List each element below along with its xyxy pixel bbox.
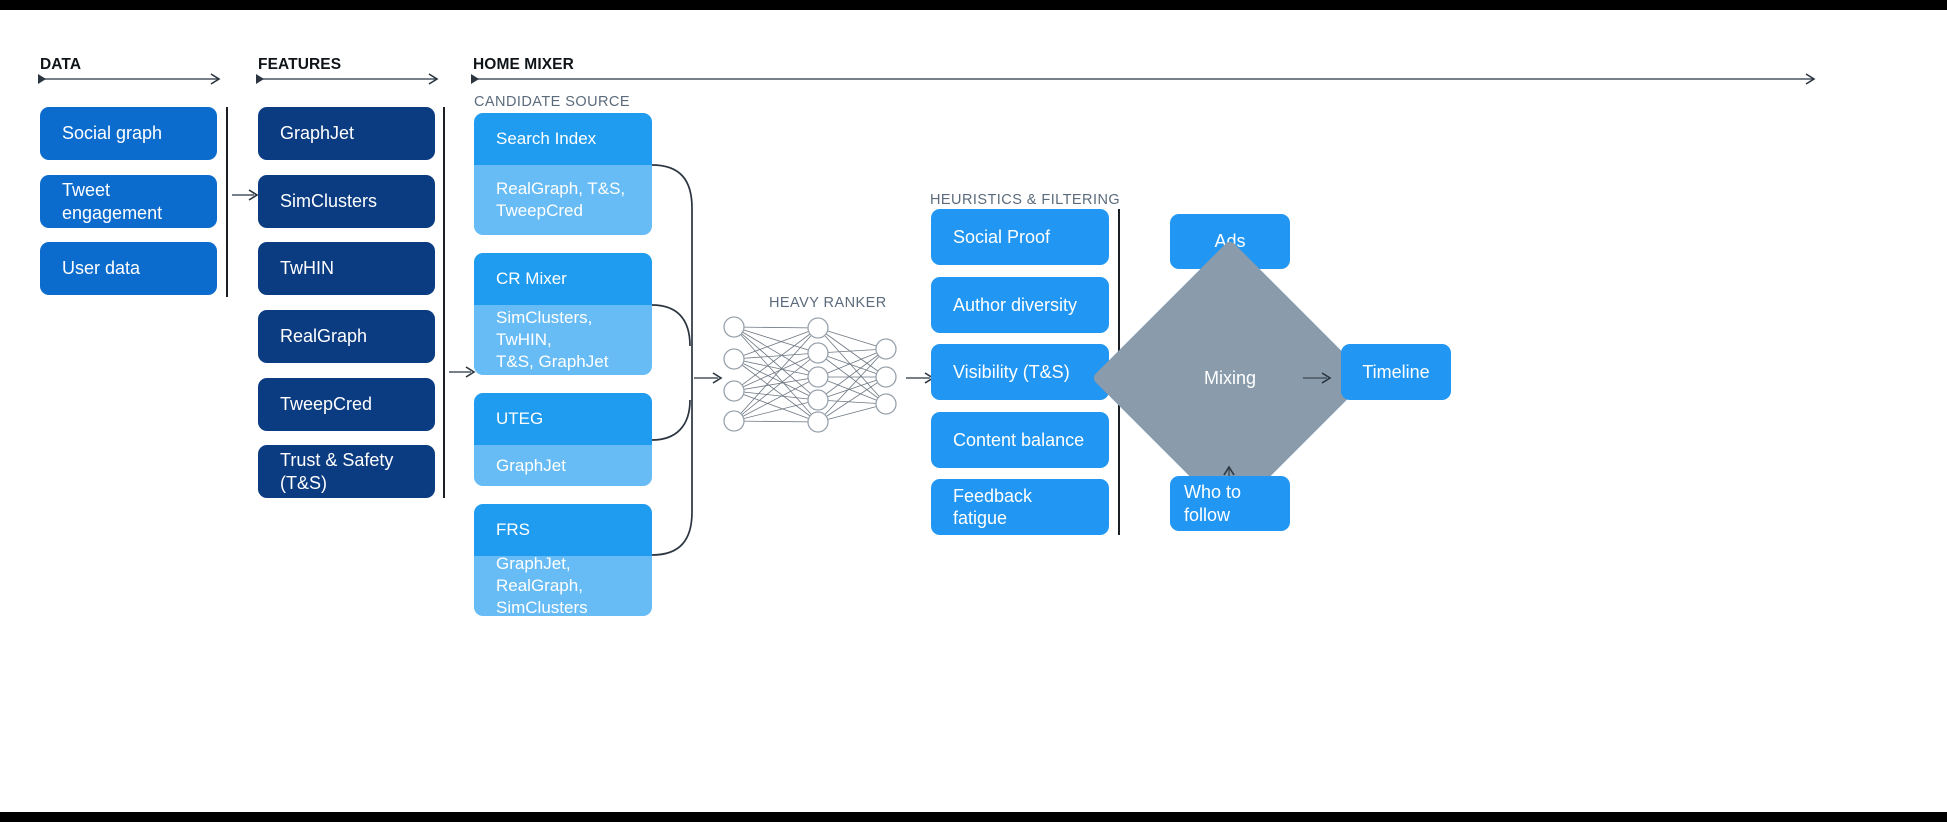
features-axis-arrow (256, 73, 439, 85)
home-mixer-axis-arrow (471, 73, 1816, 85)
divider-features-home-mixer (443, 107, 445, 498)
data-box-label: User data (62, 258, 141, 279)
diagram-canvas: DATA FEATURES HOME MIXER CANDIDATE SOURC… (0, 10, 1947, 812)
mixing-label: Mixing (1203, 367, 1256, 388)
heuristic-box-author-diversity[interactable]: Author diversity (931, 277, 1109, 333)
candidate-source-features: SimClusters, TwHIN, T&S, GraphJet (474, 305, 652, 375)
output-box-label: Who to follow (1184, 482, 1242, 525)
feature-box-simclusters[interactable]: SimClusters (258, 175, 435, 228)
arrow-mixing-to-timeline (1303, 372, 1332, 384)
candidate-source-card-search-index[interactable]: Search Index RealGraph, T&S, TweepCred (474, 113, 652, 235)
candidate-source-card-uteg[interactable]: UTEG GraphJet (474, 393, 652, 486)
feature-box-twhin[interactable]: TwHIN (258, 242, 435, 295)
heuristic-box-content-balance[interactable]: Content balance (931, 412, 1109, 468)
feature-box-label: GraphJet (280, 123, 355, 144)
heuristic-box-social-proof[interactable]: Social Proof (931, 209, 1109, 265)
heuristic-box-label: Content balance (953, 429, 1085, 450)
feature-box-graphjet[interactable]: GraphJet (258, 107, 435, 160)
data-box-tweet-engagement[interactable]: Tweet engagement (40, 175, 217, 228)
heavy-ranker-network (723, 316, 897, 433)
candidate-source-features: GraphJet, RealGraph, SimClusters (474, 554, 652, 616)
feature-box-label: TwHIN (280, 258, 334, 279)
candidate-source-features: GraphJet (474, 445, 652, 486)
section-title-home-mixer: HOME MIXER (473, 56, 574, 73)
section-title-data: DATA (40, 56, 82, 73)
data-box-label: Social graph (62, 123, 163, 144)
feature-box-label: SimClusters (280, 191, 378, 212)
section-title-features: FEATURES (258, 56, 342, 73)
feature-box-trust-safety[interactable]: Trust & Safety (T&S) (258, 445, 435, 498)
subsection-title-heavy-ranker: HEAVY RANKER (769, 295, 887, 311)
divider-data-features (226, 107, 228, 297)
feature-box-tweepcred[interactable]: TweepCred (258, 378, 435, 431)
output-box-who-to-follow[interactable]: Who to follow (1170, 476, 1290, 531)
arrow-features-to-candidates (449, 366, 476, 378)
heuristic-box-label: Feedback fatigue (953, 485, 1033, 529)
candidate-source-title: Search Index (474, 113, 652, 165)
mixing-node[interactable]: Mixing (1091, 239, 1369, 517)
data-box-user-data[interactable]: User data (40, 242, 217, 295)
feature-box-label: TweepCred (280, 394, 373, 415)
heuristic-box-label: Visibility (T&S) (953, 361, 1070, 382)
feature-box-realgraph[interactable]: RealGraph (258, 310, 435, 363)
output-box-timeline[interactable]: Timeline (1341, 344, 1451, 400)
candidate-source-card-frs[interactable]: FRS GraphJet, RealGraph, SimClusters (474, 504, 652, 616)
arrow-candidates-to-ranker (694, 372, 723, 384)
candidate-source-features: RealGraph, T&S, TweepCred (474, 165, 652, 235)
subsection-title-candidate-source: CANDIDATE SOURCE (474, 94, 630, 110)
heuristic-box-label: Author diversity (953, 294, 1078, 315)
candidate-source-title: UTEG (474, 393, 652, 445)
arrow-data-to-features (232, 189, 259, 201)
heuristic-box-feedback-fatigue[interactable]: Feedback fatigue (931, 479, 1109, 535)
feature-box-label: Trust & Safety (T&S) (280, 450, 394, 493)
candidate-source-card-cr-mixer[interactable]: CR Mixer SimClusters, TwHIN, T&S, GraphJ… (474, 253, 652, 375)
heuristic-box-label: Social Proof (953, 226, 1051, 247)
output-box-label: Timeline (1362, 361, 1430, 382)
heuristic-box-visibility[interactable]: Visibility (T&S) (931, 344, 1109, 400)
subsection-title-heuristics: HEURISTICS & FILTERING (930, 192, 1121, 208)
feature-box-label: RealGraph (280, 326, 368, 347)
data-box-social-graph[interactable]: Social graph (40, 107, 217, 160)
data-box-label: Tweet engagement (62, 180, 163, 223)
candidate-source-title: FRS (474, 504, 652, 556)
connector-candidates-to-ranker (651, 164, 693, 556)
data-axis-arrow (38, 73, 221, 85)
candidate-source-title: CR Mixer (474, 253, 652, 305)
